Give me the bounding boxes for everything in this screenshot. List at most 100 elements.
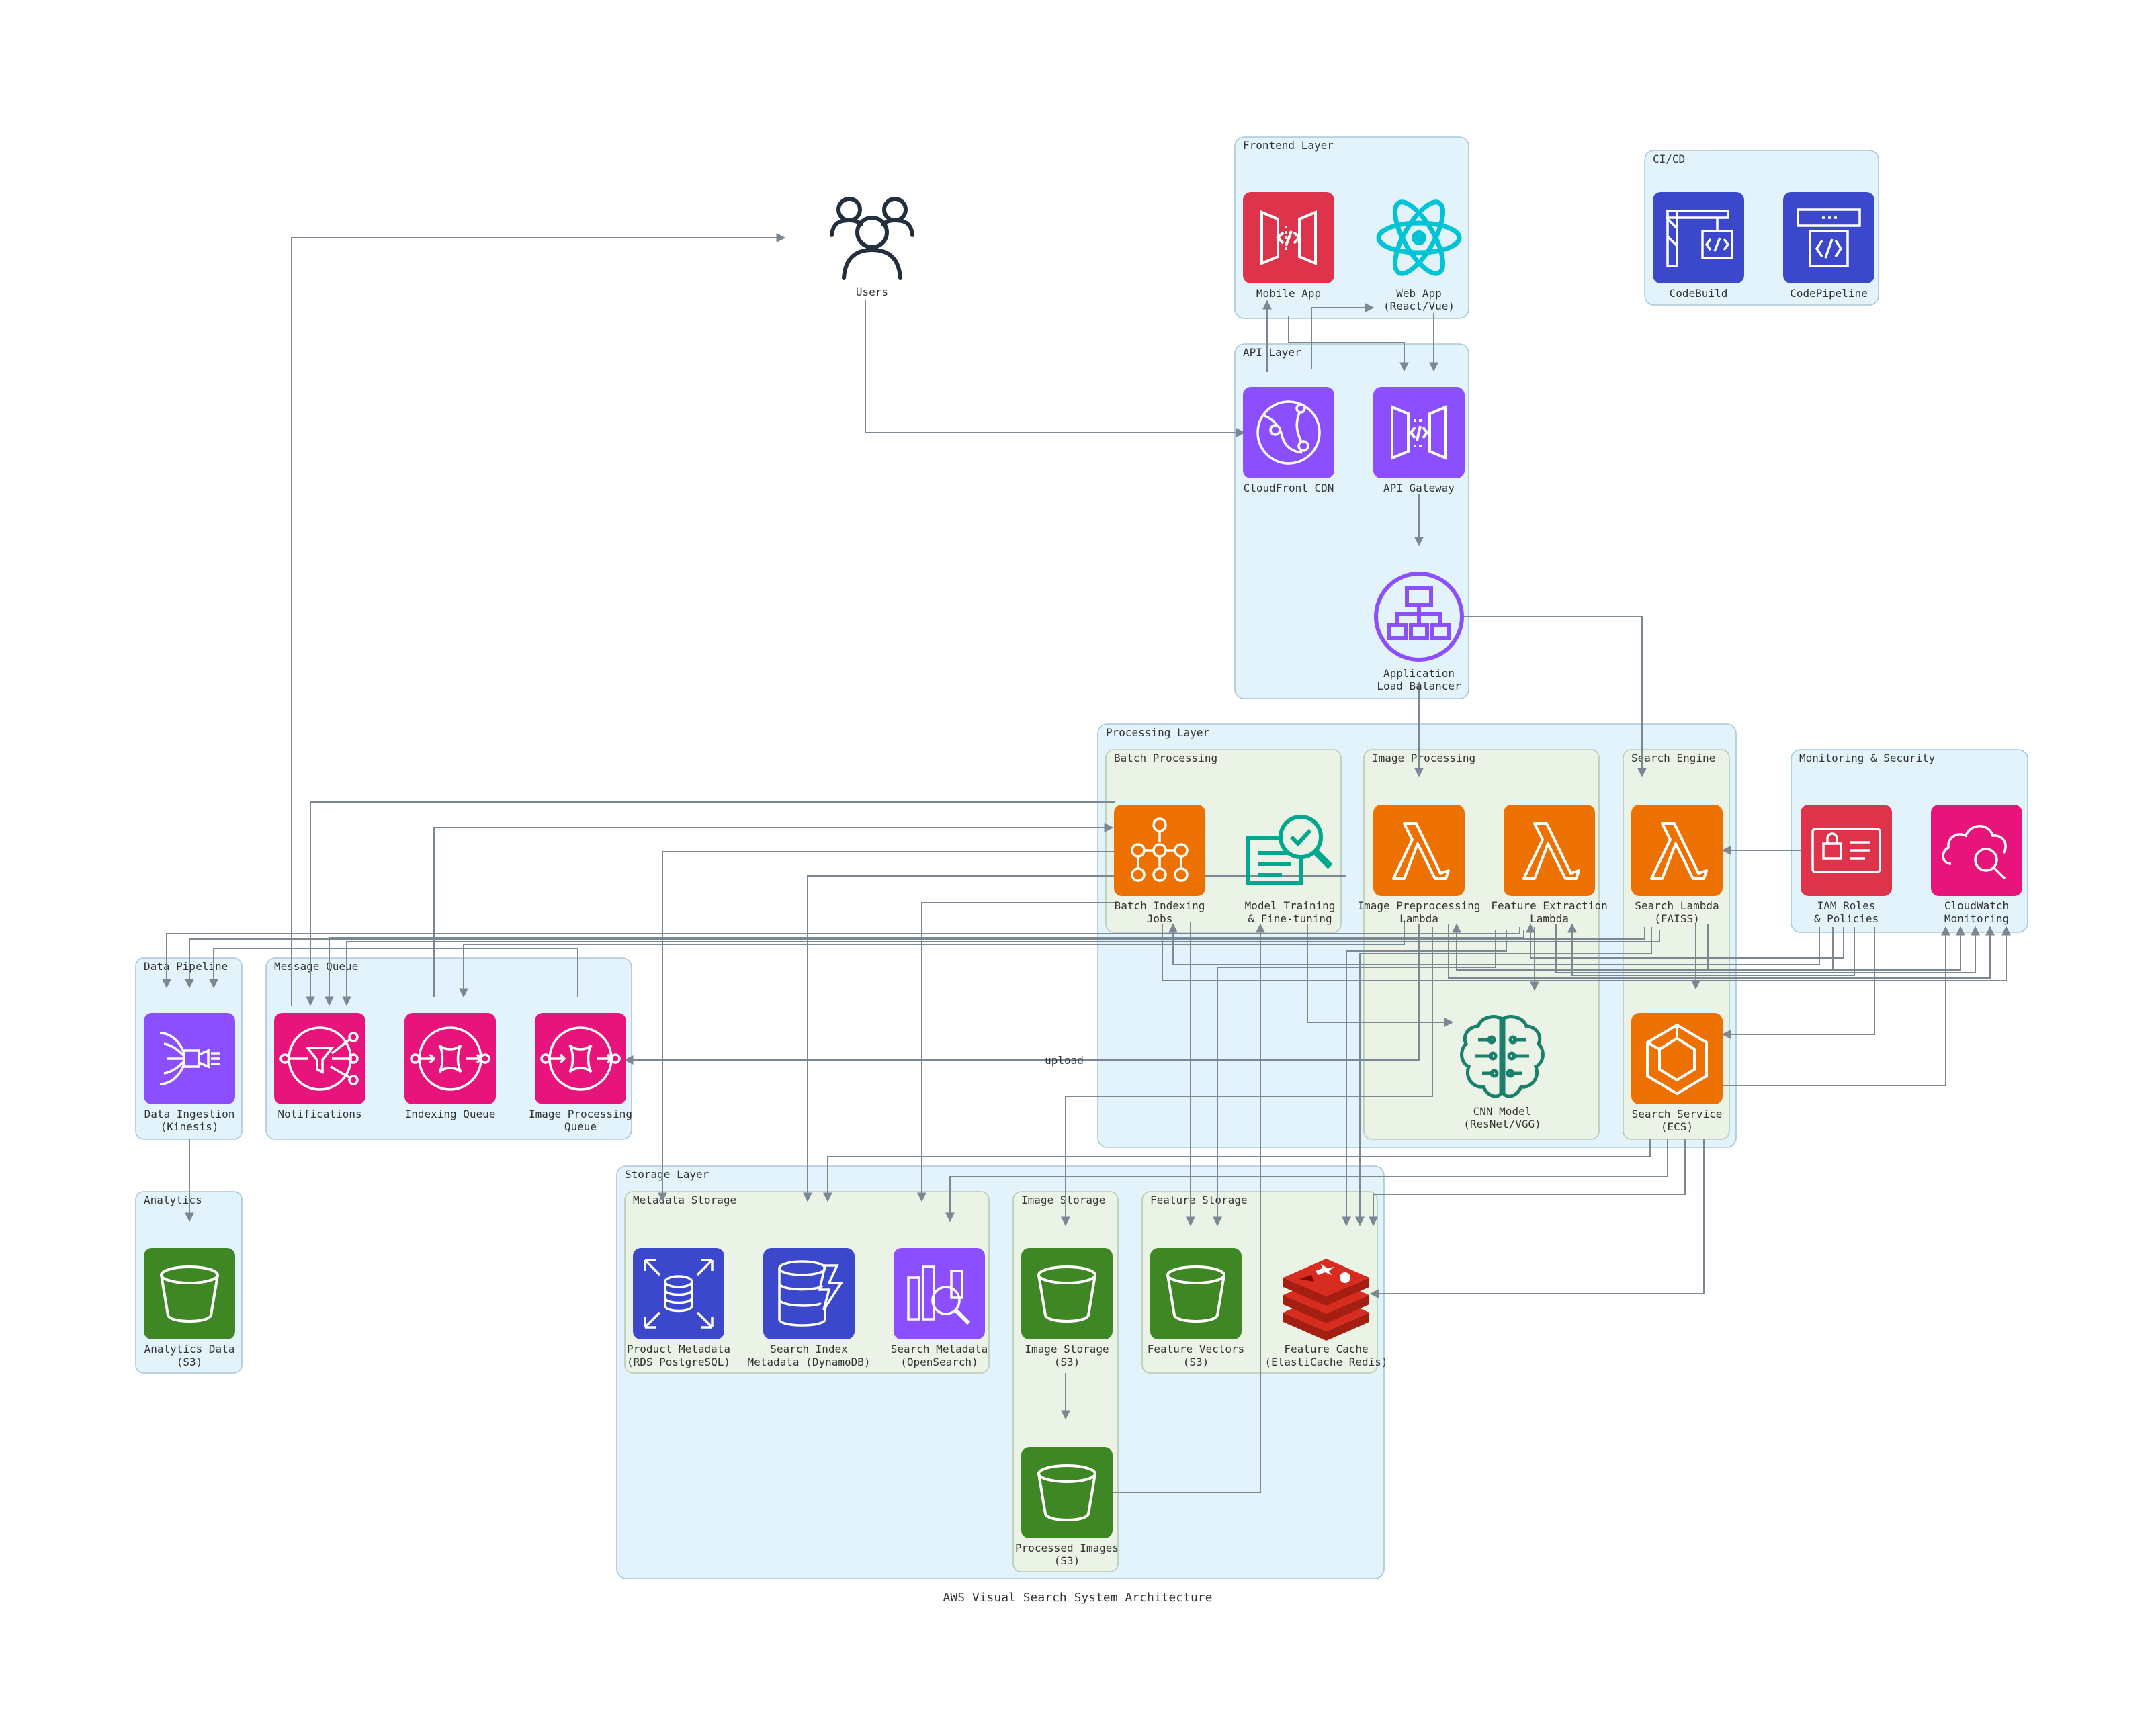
load-balancer-icon bbox=[1374, 572, 1464, 662]
sagemaker-training-icon bbox=[1246, 815, 1333, 885]
edge-searchsvc-notifications bbox=[342, 930, 1660, 1006]
node-label: Load Balancer bbox=[1377, 680, 1461, 693]
node-batch-indexing[interactable]: Batch Indexing Jobs bbox=[1114, 805, 1205, 925]
react-icon bbox=[1376, 199, 1462, 276]
node-codebuild[interactable]: CodeBuild bbox=[1653, 192, 1744, 300]
node-label: (S3) bbox=[1054, 1356, 1080, 1368]
node-label: (ElastiCache Redis) bbox=[1264, 1356, 1387, 1368]
cluster-label: CI/CD bbox=[1653, 152, 1685, 165]
cluster-label: Image Storage bbox=[1021, 1194, 1105, 1206]
node-label: (React/Vue) bbox=[1383, 300, 1455, 312]
api-gateway-icon bbox=[1391, 405, 1447, 460]
iam-icon bbox=[1811, 828, 1881, 873]
node-label: Image Storage bbox=[1025, 1343, 1109, 1356]
node-codepipeline[interactable]: CodePipeline bbox=[1783, 192, 1874, 300]
edge-searchsvc-featurevec bbox=[1369, 1139, 1686, 1227]
edge-label-upload: upload bbox=[1045, 1054, 1084, 1067]
node-label: Batch Indexing bbox=[1115, 899, 1205, 912]
s3-bucket-icon bbox=[160, 1265, 219, 1323]
edge-processed-training bbox=[1111, 923, 1265, 1493]
node-label: Model Training bbox=[1245, 899, 1336, 912]
node-image-preprocessing[interactable]: Image Preprocessing Lambda bbox=[1357, 805, 1481, 925]
cluster-label: Analytics bbox=[144, 1194, 202, 1206]
node-label: & Fine-tuning bbox=[1248, 912, 1332, 925]
node-iam[interactable]: IAM Roles & Policies bbox=[1801, 805, 1892, 925]
node-cloudwatch[interactable]: CloudWatch Monitoring bbox=[1931, 805, 2022, 925]
node-web-app[interactable]: Web App (React/Vue) bbox=[1376, 195, 1462, 312]
node-label: (S3) bbox=[177, 1356, 203, 1368]
lambda-icon bbox=[1392, 822, 1450, 880]
node-label: Lambda bbox=[1530, 912, 1569, 925]
node-api-gateway[interactable]: API Gateway bbox=[1373, 387, 1465, 494]
edge-users-cloudfront bbox=[865, 300, 1246, 437]
edge-iam-preprocess bbox=[1452, 923, 1834, 971]
edge-preprocess-imagestorage bbox=[1061, 927, 1433, 1227]
diagram-title: AWS Visual Search System Architecture bbox=[943, 1591, 1213, 1605]
node-users[interactable]: Users bbox=[830, 197, 914, 298]
node-feature-vectors[interactable]: Feature Vectors (S3) bbox=[1148, 1248, 1245, 1368]
cluster-label: Message Queue bbox=[274, 960, 358, 973]
node-cloudfront[interactable]: CloudFront CDN bbox=[1243, 387, 1334, 494]
cluster-label: Search Engine bbox=[1631, 752, 1715, 764]
node-label: Jobs bbox=[1147, 912, 1173, 925]
node-mobile-app[interactable]: Mobile App bbox=[1243, 192, 1334, 300]
node-indexing-queue[interactable]: Indexing Queue bbox=[404, 1013, 496, 1120]
node-dynamodb[interactable]: Search Index Metadata (DynamoDB) bbox=[747, 1248, 871, 1368]
edges-layer bbox=[162, 233, 2011, 1493]
node-label: Lambda bbox=[1399, 912, 1438, 925]
brain-icon bbox=[1460, 1015, 1545, 1098]
node-kinesis[interactable]: Data Ingestion (Kinesis) bbox=[144, 1013, 235, 1133]
node-label: & Policies bbox=[1814, 912, 1879, 925]
dynamodb-icon bbox=[778, 1260, 844, 1327]
node-rds[interactable]: Product Metadata (RDS PostgreSQL) bbox=[627, 1248, 730, 1368]
edge-batch-cloudwatch bbox=[1162, 924, 2011, 981]
node-label: Search Metadata bbox=[891, 1343, 988, 1356]
clusters-layer: Frontend Layer CI/CD API Layer Processin… bbox=[135, 136, 2028, 1579]
s3-bucket-icon bbox=[1166, 1265, 1225, 1323]
node-model-training[interactable]: Model Training & Fine-tuning bbox=[1245, 815, 1336, 925]
node-notifications[interactable]: Notifications bbox=[274, 1013, 365, 1120]
node-label: CodePipeline bbox=[1790, 287, 1868, 300]
node-label: Queue bbox=[564, 1120, 597, 1133]
node-opensearch[interactable]: Search Metadata (OpenSearch) bbox=[891, 1248, 988, 1368]
node-label: Image Preprocessing bbox=[1357, 899, 1480, 912]
sns-icon bbox=[279, 1026, 359, 1091]
node-label: Notifications bbox=[277, 1108, 361, 1120]
node-label: Product Metadata bbox=[627, 1343, 730, 1356]
node-label: (ECS) bbox=[1661, 1120, 1693, 1133]
ecs-icon bbox=[1646, 1023, 1708, 1096]
edge-preprocess-indexqueue bbox=[459, 920, 1405, 998]
node-label: (FAISS) bbox=[1654, 912, 1699, 925]
node-feature-cache[interactable]: Feature Cache (ElastiCache Redis) bbox=[1264, 1259, 1388, 1368]
node-label: Feature Extraction bbox=[1491, 899, 1607, 912]
edge-preprocess-imgqueue bbox=[623, 924, 1420, 1065]
node-search-service[interactable]: Search Service (ECS) bbox=[1631, 1013, 1723, 1133]
node-label: Users bbox=[856, 285, 888, 298]
node-processed-images[interactable]: Processed Images (S3) bbox=[1015, 1447, 1119, 1567]
edge-mobile-apigw bbox=[1288, 316, 1409, 372]
node-label: Feature Cache bbox=[1284, 1343, 1368, 1356]
edge-batch-opensearch bbox=[917, 902, 1115, 1202]
edge-preprocess-cloudwatch bbox=[1448, 924, 1995, 979]
cluster-label: API Layer bbox=[1243, 346, 1301, 359]
node-label: (S3) bbox=[1183, 1356, 1209, 1368]
node-label: Search Lambda bbox=[1635, 899, 1719, 912]
node-alb[interactable]: Application Load Balancer bbox=[1374, 572, 1464, 693]
node-analytics-data[interactable]: Analytics Data (S3) bbox=[144, 1248, 235, 1368]
node-feature-extraction[interactable]: Feature Extraction Lambda bbox=[1491, 805, 1608, 925]
edge-searchlambda-cloudwatch bbox=[1707, 924, 1965, 971]
node-search-lambda[interactable]: Search Lambda (FAISS) bbox=[1631, 805, 1723, 925]
node-label: Analytics Data bbox=[144, 1343, 235, 1356]
edge-batch-dynamodb bbox=[803, 875, 1115, 1202]
cloudfront-icon bbox=[1256, 400, 1321, 465]
node-label: (OpenSearch) bbox=[900, 1356, 978, 1368]
node-label: Feature Vectors bbox=[1148, 1343, 1245, 1356]
cluster-label: Feature Storage bbox=[1150, 1194, 1248, 1206]
node-cnn-model[interactable]: CNN Model (ResNet/VGG) bbox=[1460, 1015, 1545, 1130]
cluster-label: Metadata Storage bbox=[633, 1194, 736, 1206]
node-image-processing-queue[interactable]: Image Processing Queue bbox=[529, 1013, 632, 1133]
cluster-label: Data Pipeline bbox=[144, 960, 228, 973]
node-image-storage[interactable]: Image Storage (S3) bbox=[1021, 1248, 1113, 1368]
node-label: (S3) bbox=[1054, 1554, 1080, 1567]
